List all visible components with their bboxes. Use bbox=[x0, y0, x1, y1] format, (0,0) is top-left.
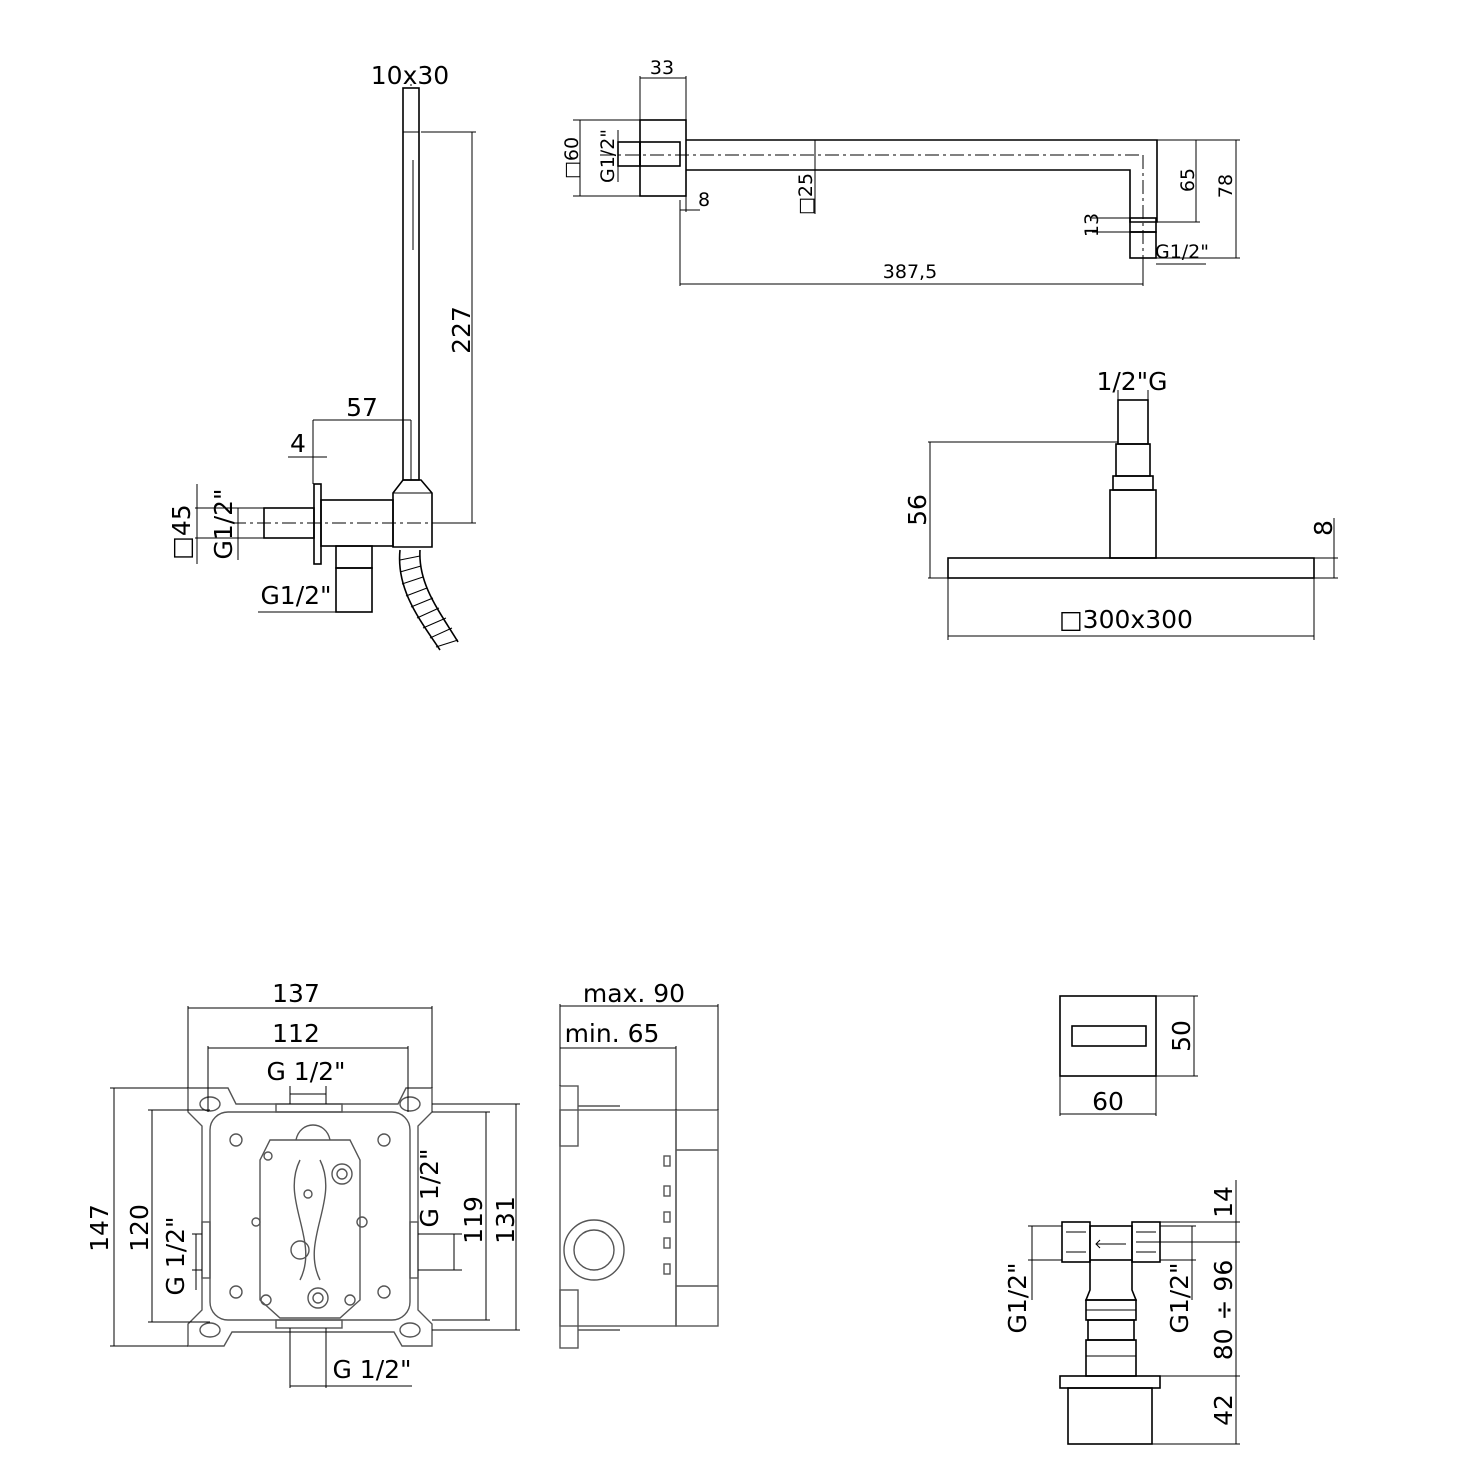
arm-8-dim: 8 bbox=[698, 189, 710, 211]
mixer-max-dim: max. 90 bbox=[583, 979, 685, 1008]
mixer-131-dim: 131 bbox=[491, 1196, 520, 1244]
mixer-147-dim: 147 bbox=[85, 1204, 114, 1252]
head-thickness-dim: 8 bbox=[1309, 520, 1338, 536]
arm-square-dim: □60 bbox=[561, 137, 583, 179]
mixer-min-dim: min. 65 bbox=[565, 1019, 660, 1048]
stop-valve-view: G1/2" G1/2" 14 80 ÷ 96 42 bbox=[1003, 1180, 1240, 1445]
hand-shower-wall-thread: G1/2" bbox=[209, 488, 238, 559]
arm-tube-dim: □25 bbox=[795, 173, 817, 215]
head-thread: 1/2"G bbox=[1096, 367, 1167, 396]
arm-flange-dim: 33 bbox=[650, 57, 674, 79]
valve-right-thread: G1/2" bbox=[1165, 1262, 1194, 1333]
shower-arm-view: 33 □60 G1/2" 8 □25 387,5 65 78 13 G1/2" bbox=[561, 57, 1240, 286]
arm-78-dim: 78 bbox=[1215, 174, 1237, 198]
mixer-body-side-view: max. 90 min. 65 bbox=[559, 979, 719, 1349]
valve-42-dim: 42 bbox=[1209, 1394, 1238, 1426]
hand-shower-projection-dim: 57 bbox=[346, 393, 378, 422]
mixer-137-dim: 137 bbox=[272, 979, 320, 1008]
mixer-body-front-view: 137 112 G 1/2" 147 120 G 1/2" G 1/2" 119… bbox=[85, 979, 520, 1388]
shower-head-view: 1/2"G 56 8 □300x300 bbox=[903, 367, 1338, 640]
hand-shower-square-dim: □45 bbox=[167, 504, 196, 559]
head-size-dim: □300x300 bbox=[1059, 605, 1193, 634]
mixer-119-dim: 119 bbox=[459, 1196, 488, 1244]
valve-left-thread: G1/2" bbox=[1003, 1262, 1032, 1333]
mixer-bottom-thread: G 1/2" bbox=[332, 1355, 411, 1384]
hand-shower-outlet-thread: G1/2" bbox=[260, 581, 331, 610]
arm-length-dim: 387,5 bbox=[883, 261, 937, 283]
arm-wall-thread: G1/2" bbox=[597, 129, 619, 183]
head-height-dim: 56 bbox=[903, 494, 932, 526]
diverter-plate-view: 50 60 bbox=[1059, 995, 1198, 1116]
valve-14-dim: 14 bbox=[1209, 1186, 1238, 1218]
mixer-120-dim: 120 bbox=[125, 1204, 154, 1252]
plate-width-dim: 60 bbox=[1092, 1087, 1124, 1116]
mixer-112-dim: 112 bbox=[272, 1019, 320, 1048]
hand-shower-plate-dim: 4 bbox=[290, 429, 306, 458]
plate-height-dim: 50 bbox=[1167, 1020, 1196, 1052]
hand-shower-head-dim: 10x30 bbox=[371, 61, 449, 90]
valve-range-dim: 80 ÷ 96 bbox=[1209, 1260, 1238, 1360]
arm-13-dim: 13 bbox=[1081, 213, 1103, 237]
mixer-top-thread: G 1/2" bbox=[266, 1057, 345, 1086]
arm-65-dim: 65 bbox=[1177, 168, 1199, 192]
hand-shower-view: 10x30 227 57 4 □45 G1/2" G1/2" bbox=[167, 61, 476, 651]
mixer-left-thread: G 1/2" bbox=[161, 1216, 190, 1295]
hand-shower-height-dim: 227 bbox=[447, 306, 476, 354]
mixer-right-thread: G 1/2" bbox=[415, 1148, 444, 1227]
arm-outlet-thread: G1/2" bbox=[1155, 241, 1209, 263]
